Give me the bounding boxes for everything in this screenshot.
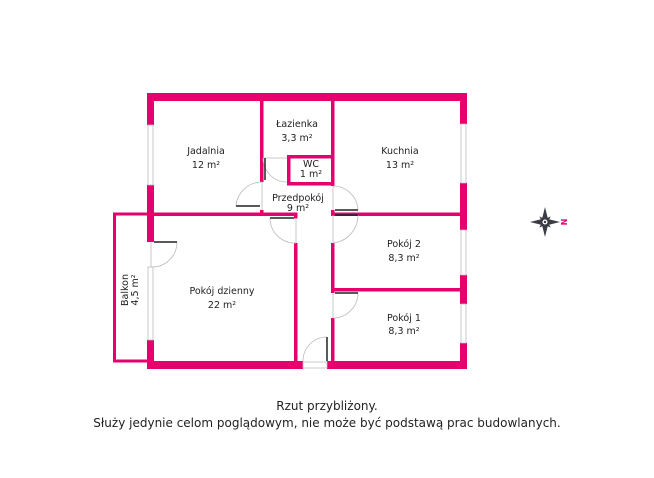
room-name-wc: WC — [303, 159, 319, 170]
room-name-kuchnia: Kuchnia — [381, 146, 419, 157]
compass-north-label: N — [559, 219, 568, 226]
door-swings — [150, 157, 359, 369]
room-name-pokoj2: Pokój 2 — [387, 239, 421, 250]
room-area-pokoj2: 8,3 m² — [388, 253, 419, 264]
room-area-kuchnia: 13 m² — [386, 160, 414, 171]
door-leaves — [154, 158, 358, 361]
room-area-pokoj1: 8,3 m² — [388, 326, 419, 337]
room-name-przedpokoj: Przedpokój — [272, 193, 324, 204]
room-name-balkon: Balkon — [120, 274, 131, 306]
room-area-pokoj-dzienny: 22 m² — [208, 300, 236, 311]
room-area-lazienka: 3,3 m² — [281, 133, 312, 144]
room-name-pokoj1: Pokój 1 — [387, 313, 421, 324]
room-area-przedpokoj: 9 m² — [287, 203, 309, 214]
room-area-balkon: 4,5 m² — [130, 274, 141, 305]
room-area-jadalnia: 12 m² — [192, 160, 220, 171]
windows — [147, 123, 467, 344]
room-name-lazienka: Łazienka — [275, 119, 318, 130]
caption-line-1: Rzut przybliżony. — [276, 399, 378, 413]
compass-rose-icon — [530, 207, 560, 237]
room-name-jadalnia: Jadalnia — [186, 146, 225, 157]
walls — [113, 93, 467, 369]
room-name-pokoj-dzienny: Pokój dzienny — [189, 286, 254, 297]
caption-line-2: Służy jedynie celom poglądowym, nie może… — [93, 416, 561, 430]
room-area-wc: 1 m² — [300, 169, 322, 180]
